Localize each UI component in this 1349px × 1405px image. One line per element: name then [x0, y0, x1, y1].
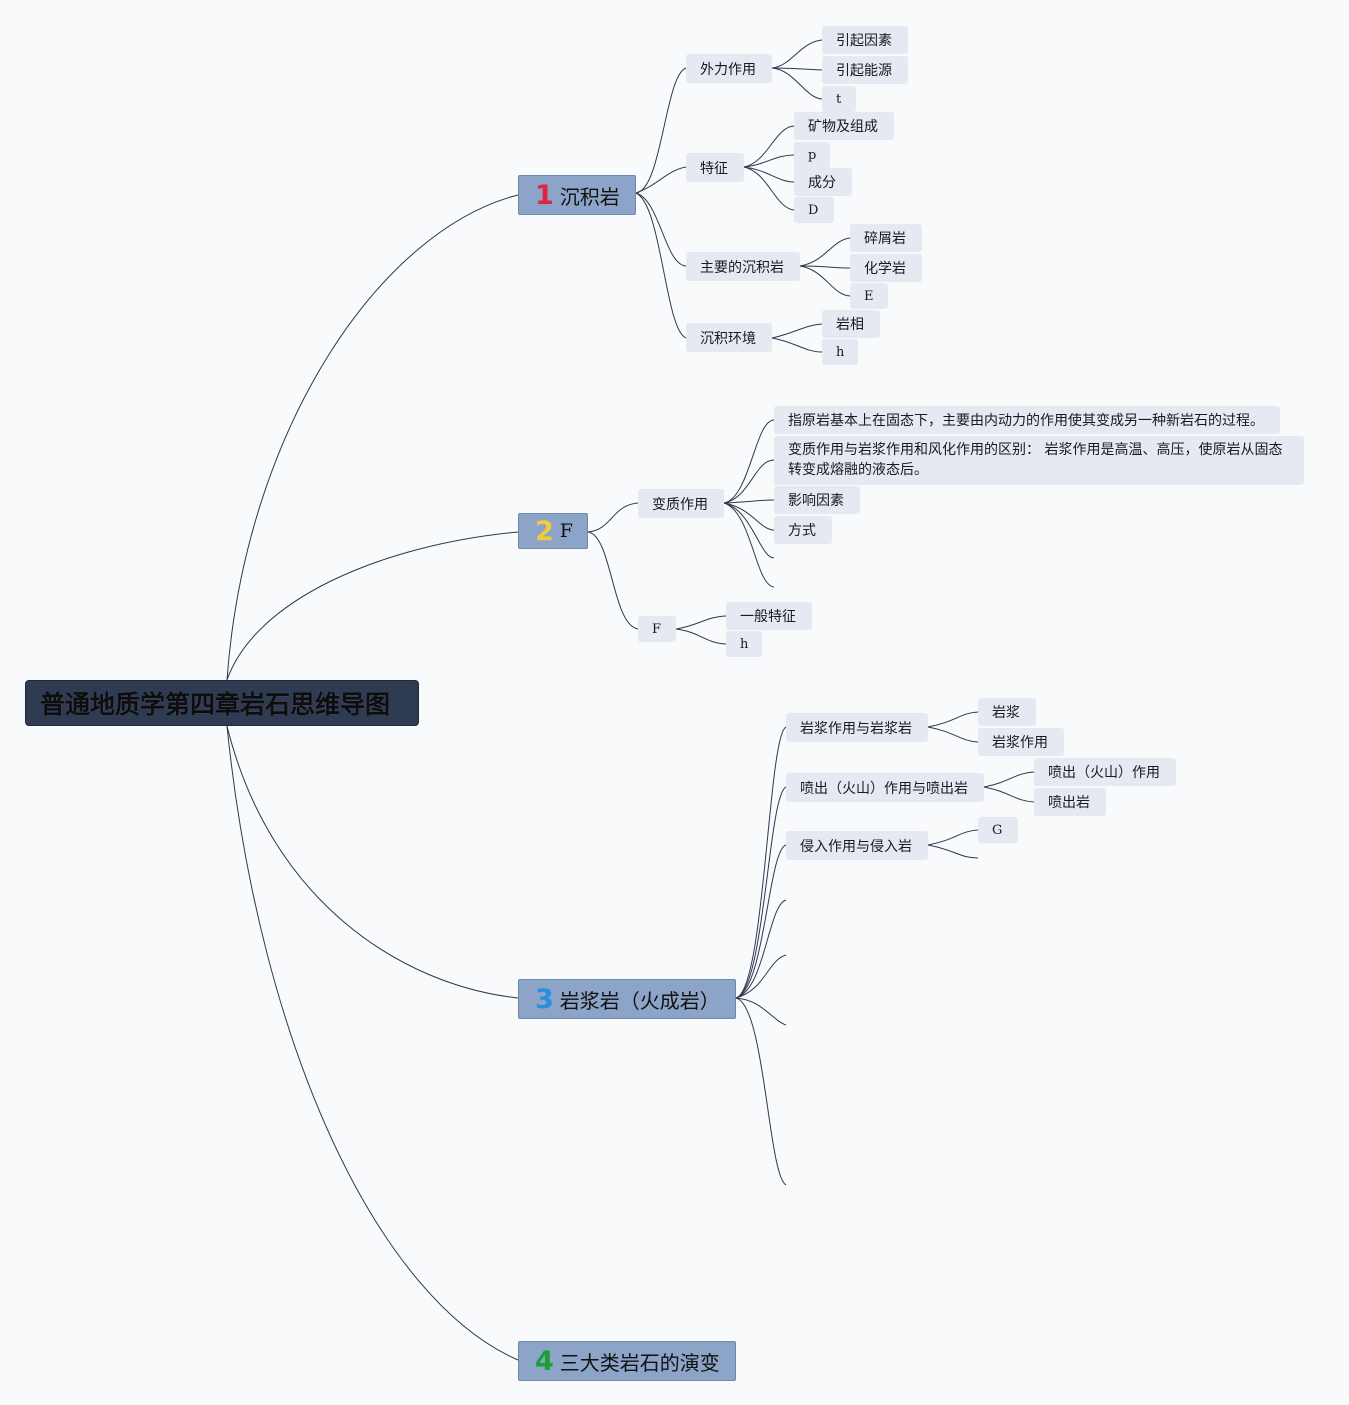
branch-number-3: 3 — [535, 983, 554, 1015]
root-node[interactable]: 普通地质学第四章岩石思维导图 — [25, 680, 419, 726]
node-label: p — [808, 147, 817, 163]
node-label: 引起因素 — [836, 33, 892, 49]
node-label: 沉积环境 — [700, 330, 756, 347]
node-facies[interactable]: 岩相 — [822, 310, 880, 338]
node-volcanic-eruption[interactable]: 喷出（火山）作用 — [1034, 758, 1176, 786]
node-label: F — [652, 621, 662, 637]
node-h[interactable]: h — [822, 339, 858, 365]
node-f[interactable]: F — [638, 616, 676, 642]
node-label: 化学岩 — [864, 261, 906, 277]
branch-label: F — [559, 520, 573, 542]
node-metamorphism[interactable]: 变质作用 — [638, 489, 724, 518]
node-label: 岩相 — [836, 317, 864, 333]
node-main-sedimentary-rocks[interactable]: 主要的沉积岩 — [686, 252, 800, 281]
node-p[interactable]: p — [794, 142, 830, 168]
node-label: 喷出（火山）作用与喷出岩 — [800, 780, 968, 797]
node-d[interactable]: D — [794, 197, 834, 223]
node-label: 引起能源 — [836, 63, 892, 79]
node-label: 一般特征 — [740, 609, 796, 625]
node-label: D — [808, 202, 819, 218]
node-energy-source[interactable]: 引起能源 — [822, 56, 908, 84]
node-label: 岩浆作用 — [992, 735, 1048, 751]
node-method[interactable]: 方式 — [774, 516, 832, 544]
branch-number-1: 1 — [535, 179, 554, 211]
node-g[interactable]: G — [978, 817, 1018, 843]
node-e[interactable]: E — [850, 283, 888, 309]
node-characteristics[interactable]: 特征 — [686, 153, 744, 182]
node-label: 矿物及组成 — [808, 119, 878, 135]
branch-label: 岩浆岩（火成岩） — [559, 988, 720, 1013]
node-label: t — [836, 91, 842, 107]
node-cause-factor[interactable]: 引起因素 — [822, 26, 908, 54]
node-label: 喷出（火山）作用 — [1048, 765, 1160, 781]
node-label: 影响因素 — [788, 493, 844, 509]
node-extrusive-rock[interactable]: 喷出岩 — [1034, 788, 1106, 816]
branch-igneous-rock[interactable]: 3 岩浆岩（火成岩） — [518, 979, 736, 1019]
node-magmatism-and-magmatic-rock[interactable]: 岩浆作用与岩浆岩 — [786, 713, 928, 742]
node-external-force[interactable]: 外力作用 — [686, 54, 772, 83]
node-label: 特征 — [700, 160, 728, 177]
node-label: 碎屑岩 — [864, 231, 906, 247]
node-label: 侵入作用与侵入岩 — [800, 838, 912, 855]
node-magmatism[interactable]: 岩浆作用 — [978, 728, 1064, 756]
node-label: 成分 — [808, 175, 836, 191]
node-eruption-and-extrusive-rock[interactable]: 喷出（火山）作用与喷出岩 — [786, 773, 984, 802]
node-label: h — [740, 636, 749, 652]
node-label: 方式 — [788, 523, 816, 539]
branch-label: 三大类岩石的演变 — [559, 1350, 720, 1375]
node-h-2[interactable]: h — [726, 631, 762, 657]
node-composition[interactable]: 成分 — [794, 168, 852, 196]
node-general-features[interactable]: 一般特征 — [726, 602, 812, 630]
branch-label: 沉积岩 — [559, 184, 620, 209]
branch-rock-evolution[interactable]: 4 三大类岩石的演变 — [518, 1341, 736, 1381]
root-title: 普通地质学第四章岩石思维导图 — [40, 690, 391, 719]
node-definition[interactable]: 指原岩基本上在固态下，主要由内动力的作用使其变成另一种新岩石的过程。 — [774, 406, 1280, 434]
branch-f[interactable]: 2 F — [518, 513, 588, 549]
node-intrusion-and-intrusive-rock[interactable]: 侵入作用与侵入岩 — [786, 831, 928, 860]
node-label: G — [992, 822, 1003, 838]
node-chemical-rock[interactable]: 化学岩 — [850, 254, 922, 282]
node-minerals[interactable]: 矿物及组成 — [794, 112, 894, 140]
node-label: 变质作用与岩浆作用和风化作用的区别： 岩浆作用是高温、高压，使原岩从固态转变成熔… — [788, 442, 1283, 478]
node-sedimentary-environment[interactable]: 沉积环境 — [686, 323, 772, 352]
node-label: 外力作用 — [700, 61, 756, 78]
node-difference[interactable]: 变质作用与岩浆作用和风化作用的区别： 岩浆作用是高温、高压，使原岩从固态转变成熔… — [774, 436, 1304, 485]
branch-number-2: 2 — [535, 515, 554, 547]
branch-sedimentary-rock[interactable]: 1 沉积岩 — [518, 175, 636, 215]
node-label: 主要的沉积岩 — [700, 259, 784, 276]
node-label: 岩浆 — [992, 705, 1020, 721]
node-t[interactable]: t — [822, 86, 856, 112]
node-label: 喷出岩 — [1048, 795, 1090, 811]
node-clastic-rock[interactable]: 碎屑岩 — [850, 224, 922, 252]
node-magma[interactable]: 岩浆 — [978, 698, 1036, 726]
node-influencing-factors[interactable]: 影响因素 — [774, 486, 860, 514]
node-label: 变质作用 — [652, 496, 708, 513]
node-label: 岩浆作用与岩浆岩 — [800, 720, 912, 737]
node-label: 指原岩基本上在固态下，主要由内动力的作用使其变成另一种新岩石的过程。 — [788, 413, 1264, 429]
branch-number-4: 4 — [535, 1345, 554, 1377]
node-label: E — [864, 288, 874, 304]
node-label: h — [836, 344, 845, 360]
